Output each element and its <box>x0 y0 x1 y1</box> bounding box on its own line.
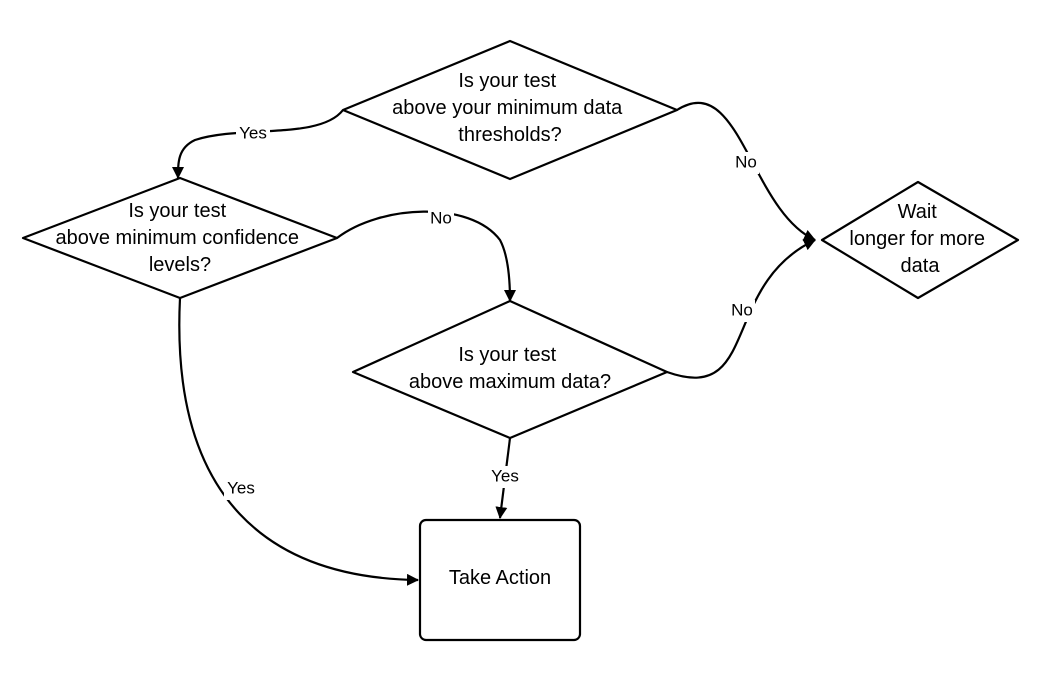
action-box-text: Take Action <box>449 567 551 589</box>
decision-wait-text: Wait longer for more data <box>849 201 990 277</box>
edge-label-min-data-yes: Yes <box>239 123 267 142</box>
edge-min-conf-yes <box>178 297 419 586</box>
edge-labels: Yes No No Yes No Yes <box>224 123 759 500</box>
decision-min-confidence-text: Is your test above minimum confidence le… <box>55 200 304 276</box>
decision-max-data-text: Is your test above maximum data? <box>409 344 611 393</box>
edge-min-data-yes <box>172 109 344 179</box>
edge-min-data-no <box>676 101 816 241</box>
decision-min-confidence: Is your test above minimum confidence le… <box>21 176 339 300</box>
edge-label-max-data-yes: Yes <box>491 466 519 485</box>
edge-label-min-conf-yes: Yes <box>227 478 255 497</box>
edge-label-min-data-no: No <box>735 152 757 171</box>
edge-max-data-no <box>666 239 816 379</box>
edge-label-max-data-no: No <box>731 300 753 319</box>
decision-max-data: Is your test above maximum data? <box>351 299 669 440</box>
edge-min-conf-no <box>336 210 516 302</box>
decision-min-data: Is your test above your minimum data thr… <box>341 39 679 181</box>
decision-wait: Wait longer for more data <box>820 180 1020 300</box>
edge-label-min-conf-no: No <box>430 208 452 227</box>
action-box: Take Action <box>418 518 582 642</box>
decision-min-data-text: Is your test above your minimum data thr… <box>392 70 628 146</box>
